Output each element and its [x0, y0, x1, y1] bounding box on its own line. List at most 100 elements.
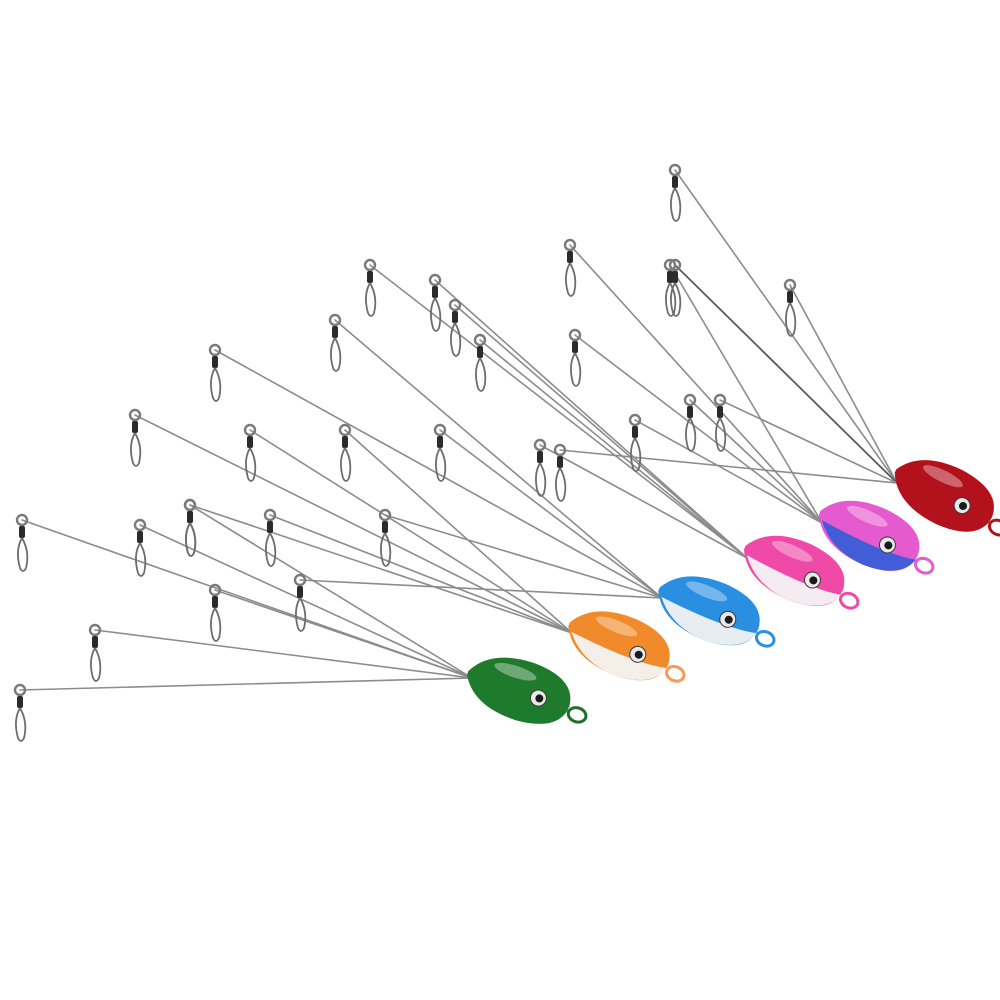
snap-clip: [670, 282, 682, 317]
snap-clip: [210, 607, 222, 642]
swivel: [17, 696, 23, 708]
line-tie-loop: [987, 518, 1000, 537]
lure-head-pink: [743, 535, 860, 610]
pupil: [884, 541, 893, 550]
lure-head-red: [894, 460, 1000, 537]
split-ring: [15, 513, 29, 527]
swivel: [212, 596, 218, 608]
split-ring: [88, 623, 102, 637]
swivel: [367, 271, 373, 283]
split-ring: [533, 438, 547, 452]
split-ring: [263, 508, 277, 522]
wire-arm: [94, 629, 473, 679]
snap-clip: [265, 532, 277, 567]
head-body: [894, 460, 994, 532]
swivel: [557, 456, 563, 468]
wire-arm: [249, 429, 573, 634]
split-ring: [563, 238, 577, 252]
wire-arm: [539, 444, 748, 559]
split-ring: [208, 343, 222, 357]
snap-clip: [785, 302, 797, 337]
wire-arm: [559, 449, 898, 484]
wire-arm: [569, 244, 823, 524]
snap-clip: [90, 647, 102, 682]
split-ring: [713, 393, 727, 407]
snap-clip: [430, 297, 442, 332]
wire-arm: [434, 279, 748, 559]
line-tie-loop: [566, 706, 588, 724]
pupil: [634, 650, 643, 659]
wire-arm: [134, 414, 573, 634]
split-ring: [293, 573, 307, 587]
split-ring: [553, 443, 567, 457]
head-belly: [746, 555, 841, 606]
snap-clip: [450, 322, 462, 357]
wire-arm: [719, 399, 898, 484]
head-belly: [470, 680, 569, 724]
split-ring: [338, 423, 352, 437]
wire-arm: [214, 589, 473, 679]
snap-clip: [330, 337, 342, 372]
pupil: [958, 502, 967, 511]
lure-head-orange: [568, 611, 686, 683]
pupil: [809, 576, 818, 585]
head-highlight: [923, 465, 963, 488]
split-ring: [363, 258, 377, 272]
wire-arm: [19, 677, 473, 691]
wire-arm: [189, 504, 473, 679]
swivel: [477, 346, 483, 358]
split-ring: [628, 413, 642, 427]
wire-arm: [634, 419, 823, 524]
snap-clip: [340, 447, 352, 482]
split-ring: [668, 163, 682, 177]
snap-clip: [475, 357, 487, 392]
swivel: [717, 406, 723, 418]
snap-clip: [245, 447, 257, 482]
wire-arm: [674, 264, 898, 484]
snap-clip: [295, 597, 307, 632]
wire-arm: [454, 304, 748, 559]
snap-clip: [555, 467, 567, 502]
snap-clip: [15, 707, 27, 742]
snap-clip: [685, 417, 697, 452]
swivel: [297, 586, 303, 598]
snap-clip: [210, 367, 222, 402]
wire-arm: [269, 514, 573, 634]
split-ring: [128, 408, 142, 422]
snap-clip: [670, 187, 682, 222]
snap-clip: [365, 282, 377, 317]
wire-arm: [439, 429, 663, 599]
snap-clip: [665, 282, 677, 317]
split-ring: [663, 258, 677, 272]
head-belly: [897, 478, 990, 532]
head-highlight: [847, 505, 888, 527]
split-ring: [473, 333, 487, 347]
snap-clip: [630, 437, 642, 472]
swivel: [19, 526, 25, 538]
snap-clip: [535, 462, 547, 497]
swivel: [187, 511, 193, 523]
snap-clip: [130, 432, 142, 467]
head-highlight: [596, 616, 638, 637]
split-ring: [328, 313, 342, 327]
line-tie-loop: [754, 629, 776, 648]
snap-clip: [435, 447, 447, 482]
swivel: [212, 356, 218, 368]
split-ring: [433, 423, 447, 437]
swivel: [382, 521, 388, 533]
swivel: [132, 421, 138, 433]
wire-arm: [344, 429, 573, 634]
wire-arm: [574, 334, 823, 524]
swivel: [672, 271, 678, 283]
lure-heads: [467, 460, 1000, 724]
split-ring: [428, 273, 442, 287]
split-ring: [378, 508, 392, 522]
pupil: [535, 694, 544, 703]
swivel: [137, 531, 143, 543]
swivel: [567, 251, 573, 263]
head-highlight: [494, 662, 537, 681]
wire-arm: [139, 524, 473, 679]
snap-clip: [185, 522, 197, 557]
line-tie-loop: [838, 591, 860, 610]
snap-clip: [135, 542, 147, 577]
